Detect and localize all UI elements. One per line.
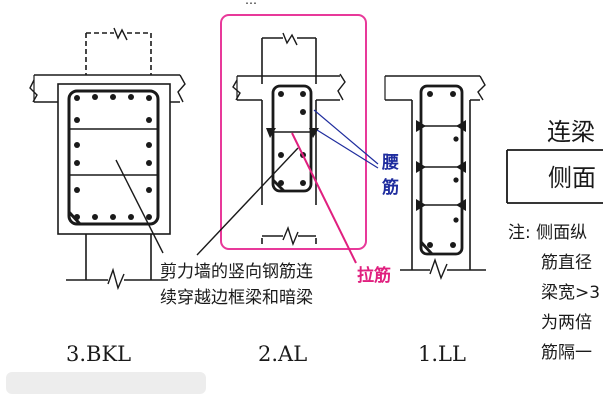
shear-wall-note-line1: 剪力墙的竖向钢筋连	[160, 262, 313, 282]
caption-al: 2.AL	[258, 342, 307, 366]
side-panel-title-line1: 连梁	[547, 118, 595, 146]
side-panel: 连梁 侧面 注: 侧面纵 筋直径 梁宽>3 为两倍 筋隔一	[506, 118, 603, 363]
waist-bar-label-char1: 腰	[382, 153, 399, 173]
waist-bar-label-char2: 筋	[381, 177, 399, 198]
side-panel-title-line2: 侧面	[548, 164, 596, 192]
bkl-section	[29, 27, 186, 291]
tie-bar-leader	[291, 132, 357, 264]
side-panel-note-1: 筋直径	[541, 253, 592, 273]
shear-wall-note-line2: 续穿越边框梁和暗梁	[160, 288, 313, 308]
ll-rebar-dots	[416, 91, 466, 248]
side-panel-note-3: 为两倍	[541, 313, 592, 333]
tie-bar-label: 拉筋	[357, 265, 391, 286]
caption-bkl: 3.BKL	[66, 342, 131, 366]
side-panel-note-0: 注: 侧面纵	[508, 223, 587, 243]
shear-wall-leaders	[115, 147, 299, 256]
side-panel-note-4: 筋隔一	[541, 343, 592, 363]
side-panel-note-2: 梁宽>3	[541, 283, 600, 303]
watermark-blur	[6, 372, 206, 394]
ll-section	[384, 75, 486, 280]
al-highlight-frame	[220, 14, 367, 250]
al-section	[232, 32, 346, 247]
side-panel-title-bracket	[506, 149, 603, 204]
caption-ll: 1.LL	[418, 342, 466, 366]
waist-bar-label: 腰 筋	[381, 153, 399, 198]
top-caption: …	[245, 0, 257, 7]
waist-bar-leaders	[313, 109, 379, 169]
bkl-rebar-dots	[74, 94, 152, 220]
